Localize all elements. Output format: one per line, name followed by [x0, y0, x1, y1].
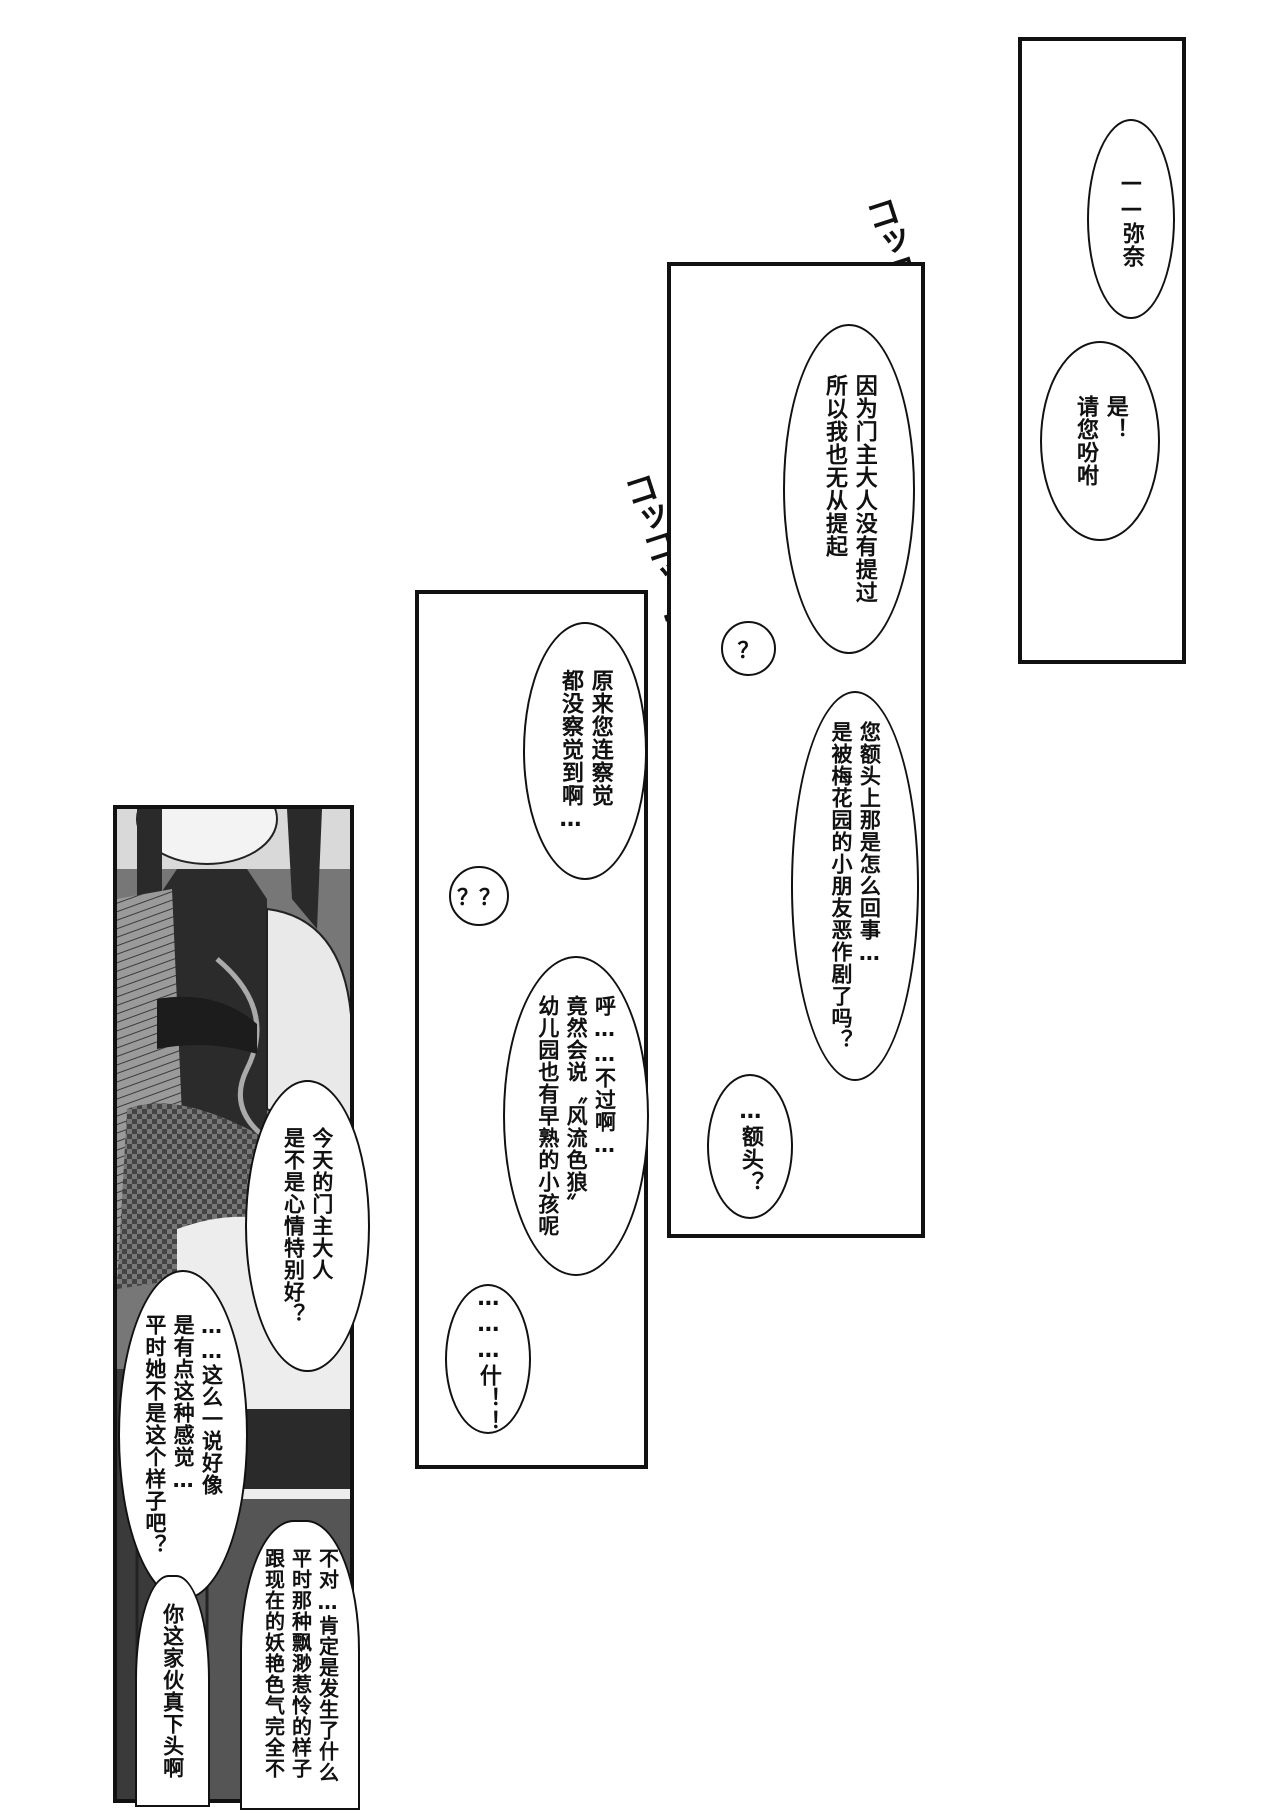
speech-bubble: 今天的门主大人 是不是心情特别好？ — [245, 1080, 370, 1372]
speech-text: 不对…肯定是发生了什么 平时那种飘渺惹怜的样子 跟现在的妖艳色气完全不 — [261, 1547, 340, 1783]
speech-bubble: 不对…肯定是发生了什么 平时那种飘渺惹怜的样子 跟现在的妖艳色气完全不 — [240, 1520, 360, 1810]
speech-text: ………什！！ — [475, 1285, 501, 1433]
speech-text: ……这么一说好像 是有点这种感觉… 平时她不是这个样子吧？ — [142, 1314, 224, 1556]
speech-bubble: 是！ 请您吩咐 — [1040, 341, 1160, 541]
speech-text: ？ — [737, 637, 760, 664]
speech-bubble: ………什！！ — [445, 1284, 531, 1434]
speech-bubble: 你这家伙真下头啊 — [135, 1575, 210, 1807]
speech-bubble: …额头？ — [707, 1074, 793, 1219]
speech-text: 今天的门主大人 是不是心情特别好？ — [281, 1127, 334, 1325]
speech-text: ？？ — [456, 885, 501, 911]
panel-3: 原来您连察觉 都没察觉到啊… ？？ 呼……不过啊… 竟然会说〝风流色狼〟 幼儿园… — [415, 590, 649, 1469]
speech-text: 你这家伙真下头啊 — [160, 1603, 185, 1779]
speech-text: …额头？ — [737, 1099, 763, 1194]
speech-bubble: 因为门主大人没有提过 所以我也无从提起 — [783, 324, 915, 654]
speech-bubble: 原来您连察觉 都没察觉到啊… — [523, 622, 647, 880]
speech-text: 是！ 请您吩咐 — [1073, 395, 1128, 487]
speech-bubble: ？ — [721, 621, 776, 676]
speech-text: 您额头上那是怎么回事… 是被梅花园的小朋友恶作剧了吗？ — [829, 721, 882, 1051]
speech-text: ——弥奈 — [1118, 170, 1144, 268]
speech-bubble: ？？ — [449, 866, 509, 926]
panel-2: 因为门主大人没有提过 所以我也无从提起 ？ 您额头上那是怎么回事… 是被梅花园的… — [667, 262, 925, 1238]
speech-bubble: 呼……不过啊… 竟然会说〝风流色狼〟 幼儿园也有早熟的小孩呢 — [503, 956, 649, 1276]
speech-text: 因为门主大人没有提过 所以我也无从提起 — [822, 374, 877, 604]
speech-text: 呼……不过啊… 竟然会说〝风流色狼〟 幼儿园也有早熟的小孩呢 — [535, 995, 617, 1237]
speech-text: 原来您连察觉 都没察觉到啊… — [558, 669, 613, 833]
speech-bubble: ……这么一说好像 是有点这种感觉… 平时她不是这个样子吧？ — [118, 1270, 248, 1600]
speech-bubble: ——弥奈 — [1087, 119, 1175, 319]
speech-bubble: 您额头上那是怎么回事… 是被梅花园的小朋友恶作剧了吗？ — [791, 691, 919, 1081]
panel-1: ——弥奈 是！ 请您吩咐 — [1018, 37, 1186, 664]
